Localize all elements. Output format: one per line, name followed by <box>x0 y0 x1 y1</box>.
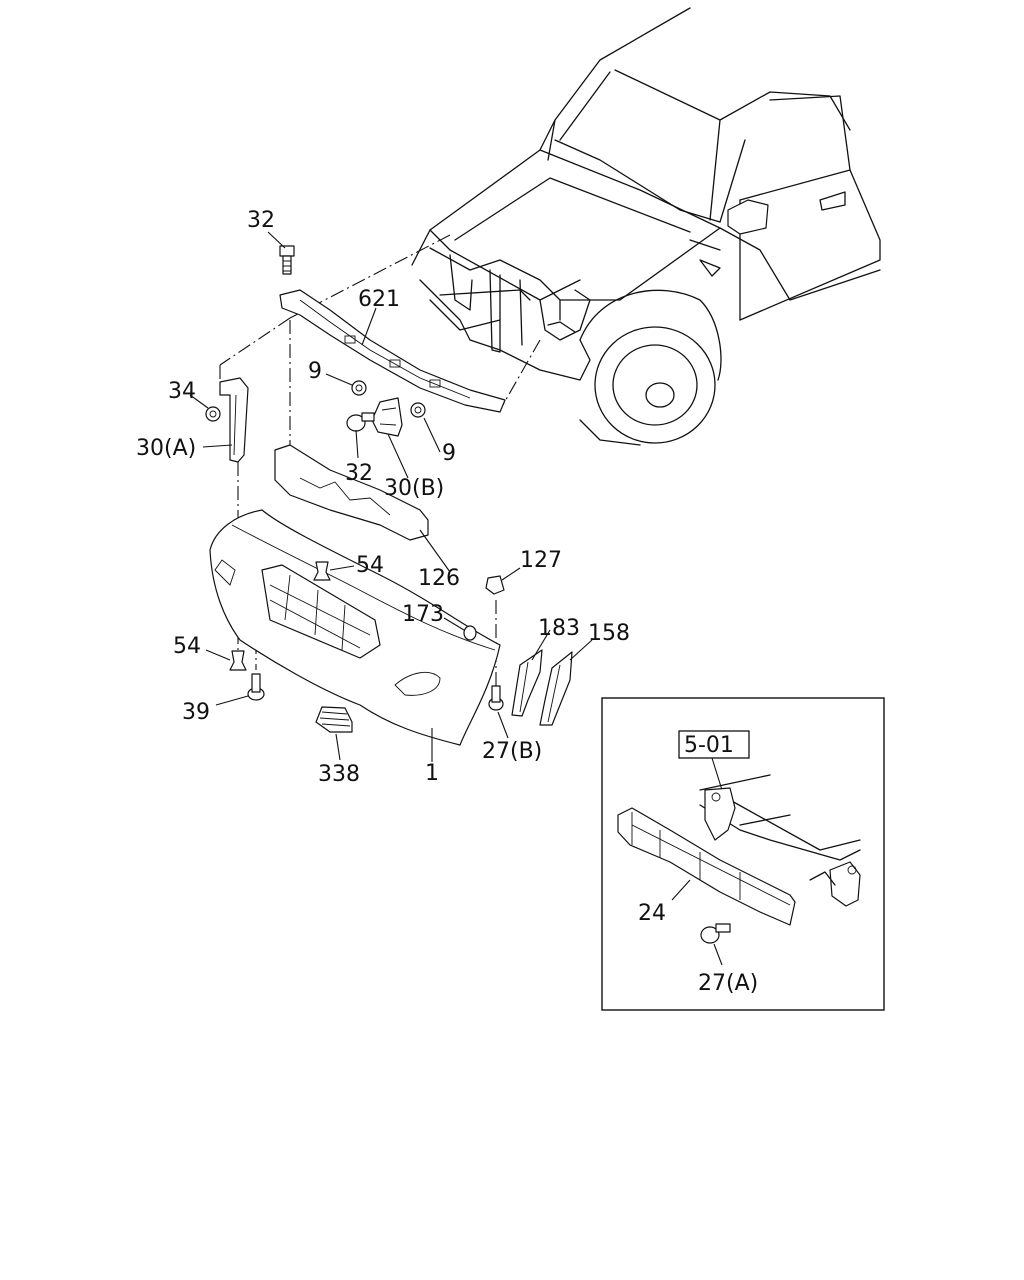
part-32-bolt-top <box>279 245 295 275</box>
part-54-clip-top <box>313 561 331 581</box>
callout-127: 127 <box>520 548 562 573</box>
part-9-nut-left <box>351 380 367 396</box>
callout-24: 24 <box>638 901 666 926</box>
part-30a-bracket <box>219 377 249 463</box>
part-54-clip-left <box>229 650 247 671</box>
part-126-panel <box>274 444 429 541</box>
callout-27b: 27(B) <box>482 739 542 764</box>
part-158-side-moulding <box>539 651 573 726</box>
callout-32-top: 32 <box>247 208 275 233</box>
part-173-plug <box>463 625 477 641</box>
part-39-screw <box>247 673 265 701</box>
reference-box-5-01 <box>678 730 750 759</box>
callout-34: 34 <box>168 379 196 404</box>
part-9-nut-right <box>410 402 426 418</box>
callout-338: 338 <box>318 762 360 787</box>
callout-labels: 32 621 9 34 30(A) 32 9 30(B) 54 126 127 … <box>136 208 758 996</box>
part-34-nut <box>205 406 221 422</box>
part-183-side-moulding <box>511 649 543 717</box>
vehicle-illustration <box>411 7 881 446</box>
detail-inset <box>601 697 885 1011</box>
callout-39: 39 <box>182 700 210 725</box>
callout-621: 621 <box>358 287 400 312</box>
callout-1: 1 <box>425 761 439 786</box>
leader-lines <box>189 231 593 762</box>
callout-126: 126 <box>418 566 460 591</box>
callout-9-right: 9 <box>442 441 456 466</box>
part-1-bumper <box>209 509 501 746</box>
part-27b-screw <box>488 685 504 711</box>
callout-54-top: 54 <box>356 553 384 578</box>
callout-54-left: 54 <box>173 634 201 659</box>
callout-30a: 30(A) <box>136 436 196 461</box>
callout-32-mid: 32 <box>345 461 373 486</box>
part-621-cross-member <box>279 289 506 413</box>
callout-9-left: 9 <box>308 359 322 384</box>
part-30b-bracket <box>371 397 403 437</box>
callout-183: 183 <box>538 616 580 641</box>
callout-27a: 27(A) <box>698 971 758 996</box>
callout-30b: 30(B) <box>384 476 444 501</box>
part-32-bolt-mid <box>346 412 375 432</box>
callout-158: 158 <box>588 621 630 646</box>
part-127-clip <box>485 575 505 595</box>
part-338-lamp-cover <box>315 706 353 733</box>
callout-173: 173 <box>402 602 444 627</box>
callout-5-01: 5-01 <box>684 733 734 758</box>
